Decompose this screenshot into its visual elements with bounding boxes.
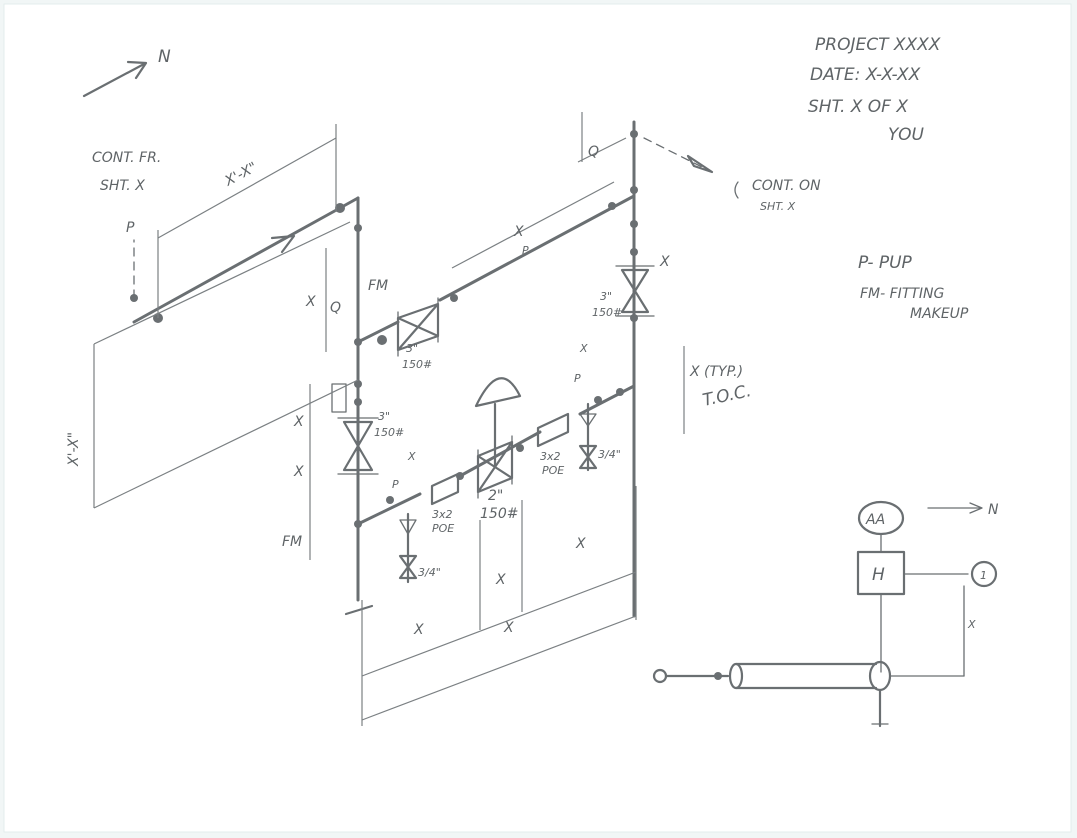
dim-x-bottom-1: X: [413, 622, 424, 638]
valve-3in-left: 3" 150#: [331, 383, 404, 475]
cont-on-line2: SHT. X: [760, 200, 796, 213]
valve-2in-size: 2": [488, 488, 503, 504]
instrument-north-label: N: [988, 502, 999, 518]
dim-x-left-1: X: [293, 414, 304, 430]
reducer-left-size: 3x2: [432, 508, 453, 521]
instrument-circle: [970, 560, 998, 588]
title-block: PROJECT XXXX DATE: X-X-XX SHT. X OF X YO…: [808, 35, 941, 145]
valve-2in-center: 2" 150#: [474, 377, 522, 522]
reducer-left-type: POE: [432, 522, 454, 535]
dim-p-lower-right: P: [574, 372, 581, 385]
legend: P- PUP FM- FITTING MAKEUP: [858, 253, 969, 322]
cont-from-line1: CONT. FR.: [92, 150, 161, 166]
drain-left: 3/4": [398, 512, 441, 584]
dim-q-right: Q: [588, 144, 599, 160]
dim-x-bottom-3: X: [503, 620, 514, 636]
valve-3in-upper: 3" 150#: [396, 297, 440, 371]
dim-x-bottom-4: X: [575, 536, 586, 552]
instrument-circle-label: 1: [980, 569, 987, 582]
valve-3in-right: 3" 150#: [592, 265, 655, 319]
continuation-on: CONT. ON SHT. X: [734, 178, 821, 213]
reducer-right: 3x2 POE: [536, 412, 570, 477]
valve-3in-left-rating: 150#: [374, 426, 404, 439]
dim-x-left-2: X: [293, 464, 304, 480]
legend-fitting-makeup: FM- FITTING: [860, 286, 945, 302]
valve-3in-left-size: 3": [378, 410, 390, 423]
drain-left-size: 3/4": [418, 566, 441, 579]
instrument-box-label: H: [872, 565, 885, 585]
reducer-right-size: 3x2: [540, 450, 561, 463]
cont-on-line1: CONT. ON: [752, 178, 821, 194]
reducer-left: 3x2 POE: [430, 472, 460, 535]
pup-marker-left: P: [126, 220, 135, 236]
dim-x-lower-right: X: [579, 342, 588, 355]
dimensions: X'-X" X'-X" X Q FM X P Q X X (TYP.) T.O.…: [66, 112, 753, 726]
dim-x-lower: X: [407, 450, 416, 463]
dim-p-right: P: [522, 244, 529, 257]
title-sheet: SHT. X OF X: [808, 97, 908, 117]
drain-right-size: 3/4": [598, 448, 621, 461]
dim-x-upper: X: [305, 294, 316, 310]
cont-from-line2: SHT. X: [100, 178, 145, 194]
dim-vertical-left: X'-X": [66, 432, 82, 467]
legend-fitting-makeup-2: MAKEUP: [910, 306, 969, 322]
legend-pup: P- PUP: [858, 253, 913, 273]
dim-typ: X (TYP.): [689, 364, 743, 380]
valve-3in-upper-size: 3": [406, 342, 418, 355]
dim-p-lower: P: [392, 478, 399, 491]
continuation-from: CONT. FR. SHT. X: [92, 150, 161, 194]
dim-q-upper: Q: [330, 300, 341, 316]
dim-x-bottom-2: X: [495, 572, 506, 588]
dim-x-riser: X: [659, 254, 670, 270]
instrument-detail: AA H 1 N X: [652, 500, 999, 728]
north-arrow-label: N: [158, 47, 171, 67]
flow-arrow: [270, 234, 296, 254]
cont-on-hook: [734, 181, 739, 199]
title-date: DATE: X-X-XX: [810, 65, 921, 85]
instrument-dim-x: X: [967, 618, 976, 631]
instrument-bubble-label: AA: [865, 512, 885, 528]
valve-2in-rating: 150#: [480, 506, 518, 522]
dim-fm-left: FM: [282, 534, 302, 550]
drain-right: 3/4": [578, 402, 621, 472]
valve-actuator-icon: [474, 377, 522, 408]
valve-3in-right-rating: 150#: [592, 306, 622, 319]
dim-fm-upper: FM: [368, 278, 388, 294]
paper: [3, 3, 1072, 833]
valve-3in-upper-rating: 150#: [402, 358, 432, 371]
piping: P: [126, 120, 714, 618]
pipe-top-run: [132, 206, 342, 324]
north-arrow: N: [82, 47, 171, 98]
title-project: PROJECT XXXX: [815, 35, 941, 55]
reducer-right-type: POE: [542, 464, 564, 477]
dim-x-right: X: [513, 224, 524, 240]
valve-3in-right-size: 3": [600, 290, 612, 303]
title-author: YOU: [888, 125, 924, 145]
